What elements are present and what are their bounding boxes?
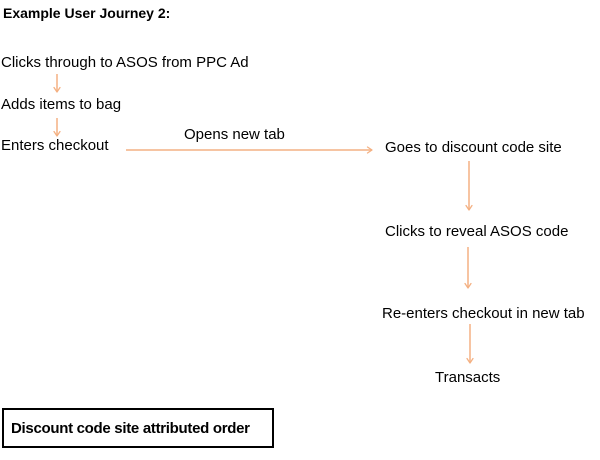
step-goes-to-discount-code-site: Goes to discount code site (385, 139, 562, 156)
connector-label-opens-new-tab: Opens new tab (184, 126, 285, 143)
diagram-title: Example User Journey 2: (3, 5, 171, 21)
outcome-box-label: Discount code site attributed order (11, 419, 250, 437)
step-adds-items-to-bag: Adds items to bag (1, 96, 122, 113)
step-transacts: Transacts (435, 369, 501, 386)
step-enters-checkout: Enters checkout (1, 137, 109, 154)
step-clicks-through-to-asos: Clicks through to ASOS from PPC Ad (1, 54, 249, 71)
outcome-box: Discount code site attributed order (2, 408, 274, 448)
step-reenters-checkout: Re-enters checkout in new tab (382, 305, 585, 322)
step-clicks-to-reveal-code: Clicks to reveal ASOS code (385, 223, 569, 240)
